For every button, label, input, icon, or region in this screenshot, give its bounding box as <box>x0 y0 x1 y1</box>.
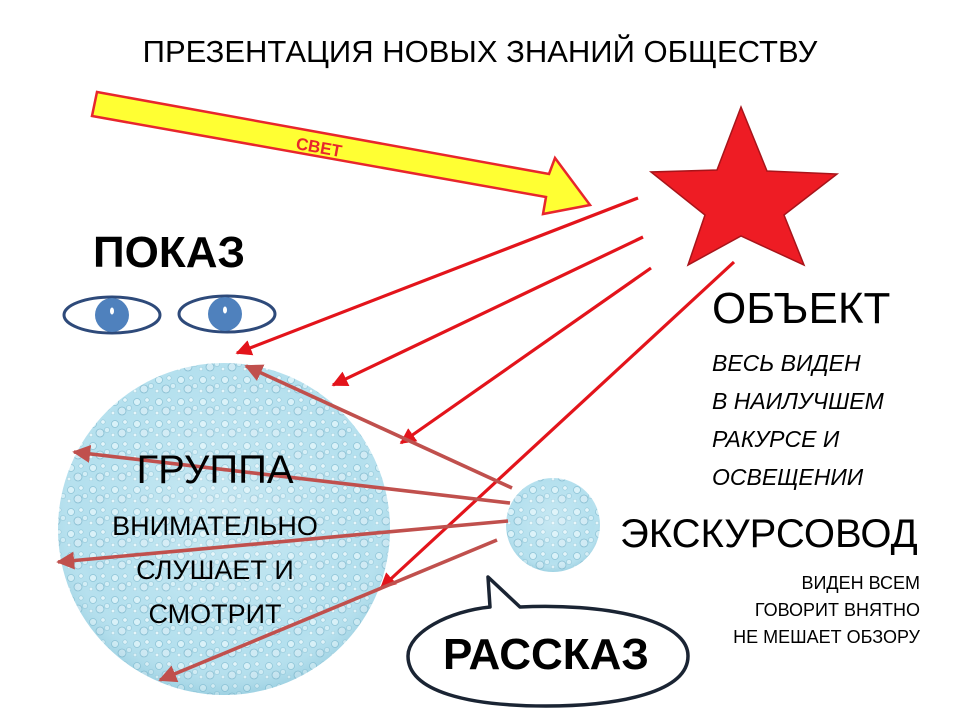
group-description: ВНИМАТЕЛЬНО СЛУШАЕТ И СМОТРИТ <box>75 504 355 636</box>
object-description: ВЕСЬ ВИДЕН В НАИЛУЧШЕМ РАКУРСЕ И ОСВЕЩЕН… <box>712 344 884 496</box>
object-description-line: ОСВЕЩЕНИИ <box>712 464 864 490</box>
eye-icon <box>62 295 162 335</box>
object-ray <box>399 266 652 445</box>
group-circle <box>58 363 390 695</box>
guide-ray <box>158 538 498 683</box>
guide-rays <box>56 364 513 683</box>
page-title: ПРЕЗЕНТАЦИЯ НОВЫХ ЗНАНИЙ ОБЩЕСТВУ <box>142 34 818 69</box>
object-description-line: ВЕСЬ ВИДЕН <box>712 350 861 376</box>
story-label: РАССКАЗ <box>443 630 649 679</box>
group-description-line: ВНИМАТЕЛЬНО <box>112 511 318 541</box>
light-arrow <box>90 90 593 216</box>
guide-circle <box>506 478 600 572</box>
guide-ray <box>244 364 513 490</box>
guide-ray <box>56 519 509 570</box>
group-description-line: СМОТРИТ <box>148 599 282 629</box>
guide-description: ВИДЕН ВСЕМ ГОВОРИТ ВНЯТНО НЕ МЕШАЕТ ОБЗО… <box>660 570 920 651</box>
guide-ray <box>72 444 511 505</box>
guide-name: ЭКСКУРСОВОД <box>620 512 918 556</box>
object-ray <box>331 235 644 387</box>
guide-description-line: ГОВОРИТ ВНЯТНО <box>754 600 920 620</box>
group-description-line: СЛУШАЕТ И <box>136 555 294 585</box>
speech-bubble-icon <box>406 575 690 708</box>
guide-description-line: НЕ МЕШАЕТ ОБЗОРУ <box>733 627 920 647</box>
show-label: ПОКАЗ <box>93 228 246 277</box>
object-name: ОБЪЕКТ <box>712 284 891 333</box>
group-name: ГРУППА <box>136 448 294 492</box>
object-ray <box>235 196 639 356</box>
eye-icon <box>177 294 277 334</box>
star-icon <box>648 104 840 267</box>
guide-description-line: ВИДЕН ВСЕМ <box>801 573 920 593</box>
object-description-line: РАКУРСЕ И <box>712 426 840 452</box>
object-rays <box>235 196 736 590</box>
object-ray <box>379 260 736 590</box>
object-description-line: В НАИЛУЧШЕМ <box>712 388 884 414</box>
